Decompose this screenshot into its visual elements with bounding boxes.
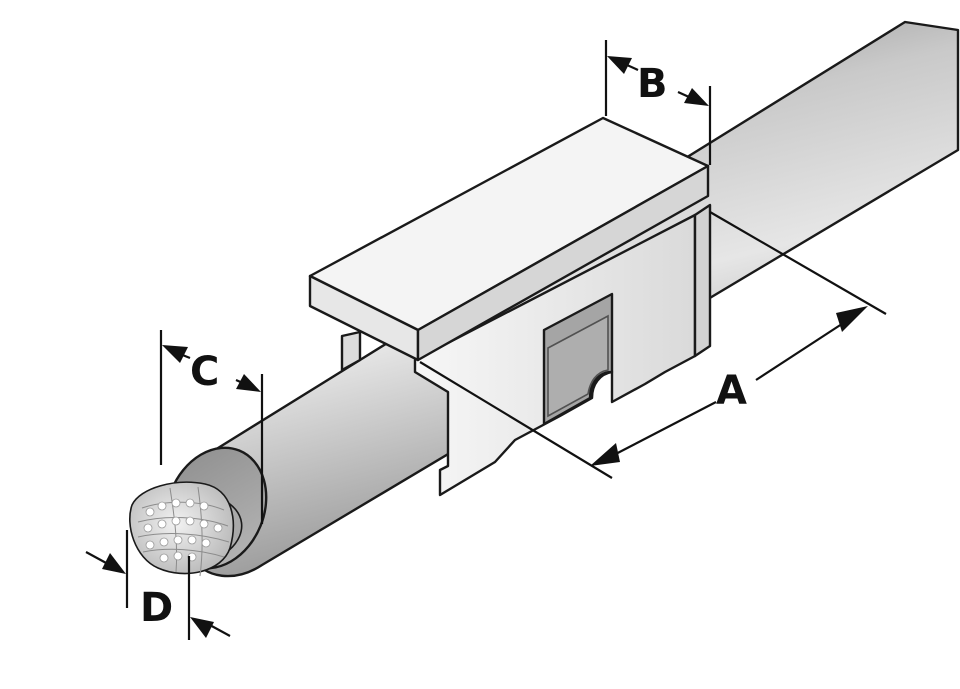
label-a: A: [716, 368, 747, 414]
dimension-c: C: [159, 330, 264, 524]
label-d: D: [140, 585, 173, 631]
dimension-a: A: [419, 211, 887, 479]
dimension-b: B: [604, 40, 712, 165]
dim-d-arrow-right: [190, 617, 214, 638]
dimension-d: D: [85, 530, 231, 640]
dim-a-arrow-left: [590, 443, 620, 466]
dim-a-arrow-right: [836, 306, 868, 332]
label-b: B: [637, 61, 668, 107]
marker-plate: [308, 116, 710, 362]
label-c: C: [190, 349, 219, 395]
dim-b-arrow-left: [607, 56, 632, 74]
marker-clip: [340, 203, 712, 497]
dim-d-arrow-left: [102, 553, 126, 574]
dim-c-arrow-left: [162, 345, 188, 363]
dim-b-arrow-right: [684, 88, 709, 106]
dim-c-arrow-right: [236, 374, 261, 392]
cable-end: [129, 446, 268, 577]
